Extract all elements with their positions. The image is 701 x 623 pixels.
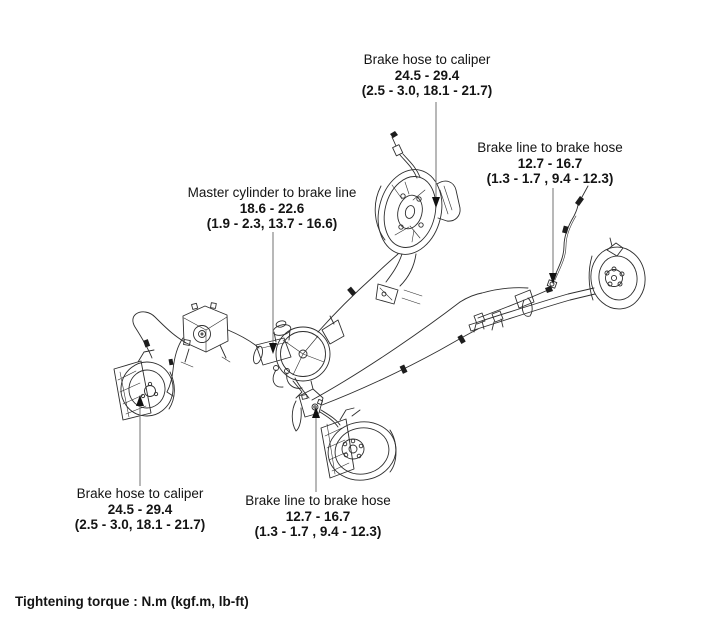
callout-master-cylinder-to-brake-line: Master cylinder to brake line 18.6 - 22.… (188, 185, 357, 232)
front-left-brake-assembly (113, 311, 191, 421)
callout-torque: 18.6 - 22.6 (239, 200, 305, 216)
tightening-torque-note: Tightening torque : N.m (kgf.m, lb-ft) (15, 594, 249, 609)
callout-torque: 24.5 - 29.4 (107, 501, 173, 517)
rear-right-brake-assembly (468, 185, 646, 333)
front-right-brake-assembly (374, 131, 461, 305)
callout-rear-right-line-to-hose: Brake line to brake hose 12.7 - 16.7 (1.… (477, 140, 623, 187)
abs-hydraulic-unit (166, 302, 260, 397)
arrow-down-icon (432, 197, 440, 208)
callout-alt: (1.3 - 1.7 , 9.4 - 12.3) (486, 171, 614, 186)
master-cylinder-assembly (253, 315, 345, 399)
callout-leaders (136, 102, 557, 492)
callout-title: Brake line to brake hose (245, 493, 391, 508)
callout-title: Master cylinder to brake line (187, 185, 357, 200)
arrow-down-icon (269, 343, 277, 354)
callout-torque: 12.7 - 16.7 (285, 508, 351, 524)
callout-alt: (1.9 - 2.3, 13.7 - 16.6) (206, 216, 338, 231)
rear-left-brake-assembly (291, 380, 397, 481)
arrow-down-icon (549, 273, 557, 284)
callout-title: Brake line to brake hose (477, 140, 623, 155)
brake-lines (294, 253, 529, 406)
callout-title: Brake hose to caliper (76, 486, 204, 501)
arrow-up-icon (312, 407, 320, 418)
callout-rear-left-line-to-hose: Brake line to brake hose 12.7 - 16.7 (1.… (245, 493, 391, 540)
callout-torque: 12.7 - 16.7 (517, 155, 583, 171)
arrow-up-icon (136, 395, 144, 406)
callout-front-left-hose-to-caliper: Brake hose to caliper 24.5 - 29.4 (2.5 -… (75, 486, 206, 533)
callout-torque: 24.5 - 29.4 (394, 67, 460, 83)
callout-alt: (1.3 - 1.7 , 9.4 - 12.3) (254, 524, 382, 539)
callout-front-right-hose-to-caliper: Brake hose to caliper 24.5 - 29.4 (2.5 -… (362, 52, 493, 99)
callout-title: Brake hose to caliper (363, 52, 491, 67)
callout-alt: (2.5 - 3.0, 18.1 - 21.7) (74, 517, 206, 532)
callout-alt: (2.5 - 3.0, 18.1 - 21.7) (361, 83, 493, 98)
